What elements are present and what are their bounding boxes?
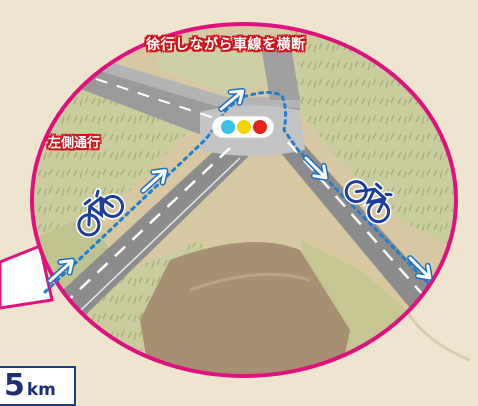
- callout-pointer: [0, 243, 54, 310]
- direction-arrow-icon: [140, 167, 169, 194]
- dirt-field-track: [189, 272, 311, 292]
- lane-line-top: [74, 71, 221, 121]
- signal-light-blue: [221, 120, 235, 134]
- signal-light-red: [253, 120, 267, 134]
- direction-arrow-icon: [303, 155, 329, 181]
- distance-value: 5: [4, 368, 25, 403]
- crossing-note-label: 徐行しながら車線を横断: [146, 37, 306, 53]
- lane-line-right: [287, 141, 433, 306]
- bicycle-icon: [75, 188, 126, 238]
- distance-badge: 5 km: [0, 366, 76, 406]
- direction-arrow-icon: [218, 88, 246, 112]
- lens-frame: [30, 22, 458, 378]
- road-top-far: [70, 50, 300, 108]
- direction-arrow-icon: [407, 255, 433, 281]
- distance-unit: km: [26, 379, 56, 400]
- road-lower-right: [270, 140, 440, 320]
- signal-light-yellow: [237, 120, 251, 134]
- road-edge-white: [59, 157, 241, 331]
- left-side-traffic-label: 左側通行: [48, 136, 101, 151]
- bicycle-icon: [343, 178, 395, 225]
- direction-arrow-icon: [47, 257, 76, 284]
- road-lower-left: [32, 150, 255, 330]
- lane-line-left: [44, 147, 231, 323]
- road-top-branch: [260, 40, 300, 100]
- traffic-signal-icon: [211, 115, 275, 139]
